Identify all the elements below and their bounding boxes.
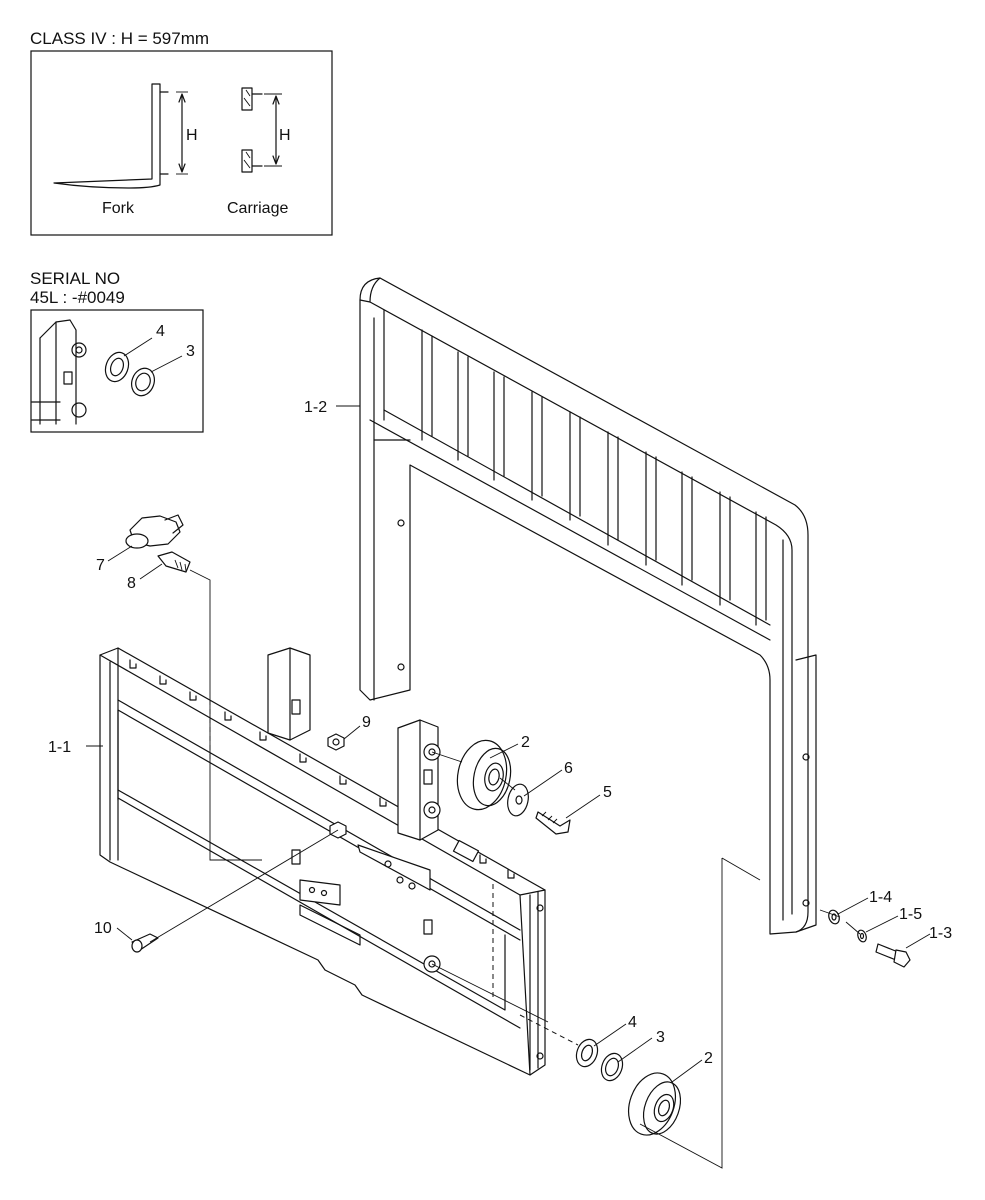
callout-5: 5 bbox=[603, 784, 612, 801]
side-roller-top bbox=[456, 739, 512, 811]
callout-1-4: 1-4 bbox=[869, 889, 892, 906]
callout-1-1: 1-1 bbox=[48, 739, 71, 756]
callout-2-top: 2 bbox=[521, 734, 530, 751]
callout-10: 10 bbox=[94, 920, 112, 937]
callout-4-bottom: 4 bbox=[628, 1014, 637, 1031]
washer-1-5 bbox=[857, 929, 867, 943]
fork-icon bbox=[53, 83, 188, 189]
leader-lines bbox=[86, 405, 931, 1083]
bolt-1-3 bbox=[875, 943, 911, 968]
serial-callout-3: 3 bbox=[186, 343, 195, 360]
assembly-lines bbox=[149, 569, 861, 1169]
callout-2-bottom: 2 bbox=[704, 1050, 713, 1067]
callout-6: 6 bbox=[564, 760, 573, 777]
callout-9: 9 bbox=[362, 714, 371, 731]
callout-3-bottom: 3 bbox=[656, 1029, 665, 1046]
carriage bbox=[99, 647, 546, 1076]
callout-1-5: 1-5 bbox=[899, 906, 922, 923]
class-title: CLASS IV : H = 597mm bbox=[30, 29, 209, 48]
load-backrest bbox=[359, 277, 817, 935]
hex-nut bbox=[327, 733, 345, 751]
carriage-caption: Carriage bbox=[227, 200, 288, 217]
serial-line-1: SERIAL NO bbox=[30, 269, 120, 288]
carriage-h-label: H bbox=[279, 127, 291, 144]
fork-stop-pin bbox=[125, 514, 184, 549]
side-roller-bottom bbox=[628, 1072, 682, 1136]
washer-4-bottom bbox=[575, 1038, 599, 1068]
callout-7: 7 bbox=[96, 557, 105, 574]
serial-inset: SERIAL NO 45L : -#0049 4 3 bbox=[30, 269, 204, 433]
callout-1-3: 1-3 bbox=[929, 925, 952, 942]
fork-h-label: H bbox=[186, 127, 198, 144]
serial-inset-frame bbox=[30, 309, 204, 433]
callouts: 1-2 1-1 7 8 9 2 6 5 10 1-4 1-5 1-3 4 3 2 bbox=[48, 399, 952, 1067]
washer-6 bbox=[507, 783, 529, 817]
serial-callout-4: 4 bbox=[156, 323, 165, 340]
carriage-section-icon bbox=[241, 87, 282, 173]
callout-8: 8 bbox=[127, 575, 136, 592]
serial-detail-icon bbox=[31, 319, 183, 425]
callout-1-2: 1-2 bbox=[304, 399, 327, 416]
serial-line-2: 45L : -#0049 bbox=[30, 288, 125, 307]
set-screw bbox=[157, 551, 191, 573]
screw-5 bbox=[535, 811, 571, 835]
class-inset: CLASS IV : H = 597mm H Fork H bbox=[30, 29, 333, 236]
bolt-10 bbox=[131, 933, 159, 953]
washer-3-bottom bbox=[600, 1052, 624, 1082]
fork-caption: Fork bbox=[102, 200, 135, 217]
